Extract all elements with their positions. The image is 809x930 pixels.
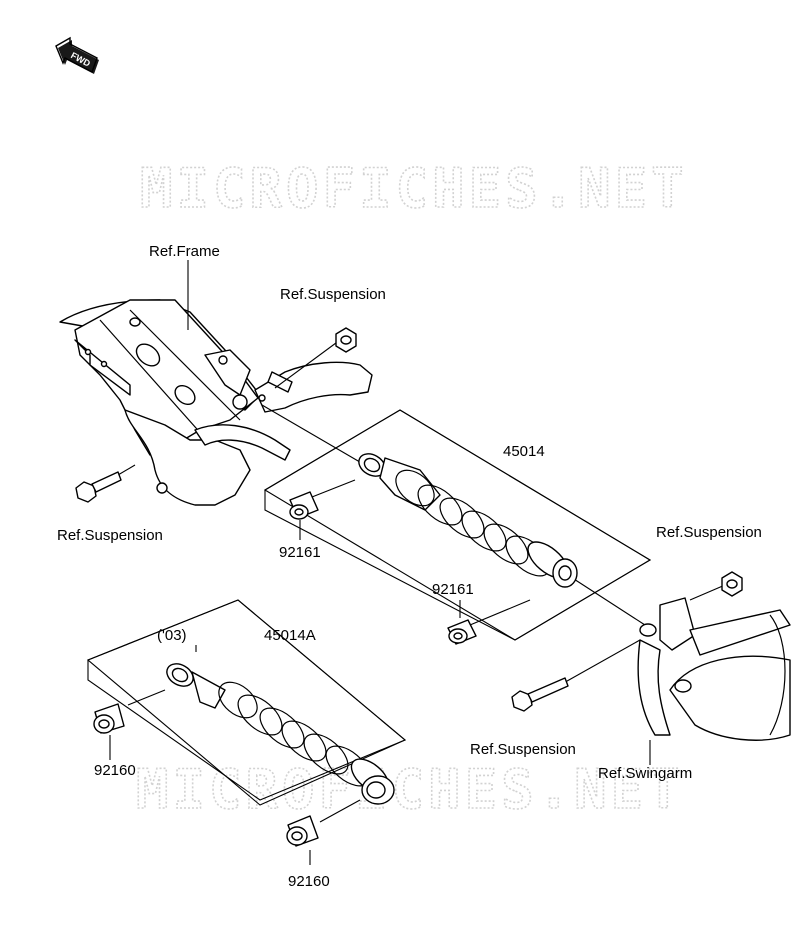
shock-absorber-45014a: [166, 663, 395, 805]
label-ref-suspension-bottom: Ref.Suspension: [470, 741, 576, 758]
label-ref-swingarm: Ref.Swingarm: [598, 765, 692, 782]
label-part-92160-a: 92160: [94, 762, 136, 779]
label-part-92161-a: 92161: [279, 544, 321, 561]
label-ref-frame: Ref.Frame: [149, 243, 220, 260]
label-part-45014a: 45014A: [264, 627, 316, 644]
frame-drawing: [59, 299, 373, 506]
label-ref-suspension-right: Ref.Suspension: [656, 524, 762, 541]
watermark-bottom: MICROFICHES.NET: [136, 758, 684, 821]
bushing-92161-a: [289, 491, 319, 520]
nut-top: [335, 327, 357, 353]
bushing-92160-b: [286, 815, 319, 847]
shock-absorber-45014: [358, 453, 578, 588]
label-part-45014: 45014: [503, 443, 545, 460]
bushing-92161-b: [447, 619, 477, 645]
fwd-arrow-icon: FWD: [55, 36, 99, 74]
label-ref-suspension-top: Ref.Suspension: [280, 286, 386, 303]
label-year-note: ('03): [157, 627, 187, 644]
bolt-left: [75, 471, 122, 503]
bolt-bottom: [511, 677, 569, 712]
label-part-92160-b: 92160: [288, 873, 330, 890]
nut-right: [721, 571, 743, 597]
label-ref-suspension-left: Ref.Suspension: [57, 527, 163, 544]
swingarm-drawing: [637, 597, 791, 741]
watermark-top: MICROFICHES.NET: [140, 157, 688, 220]
label-part-92161-b: 92161: [432, 581, 474, 598]
bushing-92160-a: [93, 703, 125, 734]
